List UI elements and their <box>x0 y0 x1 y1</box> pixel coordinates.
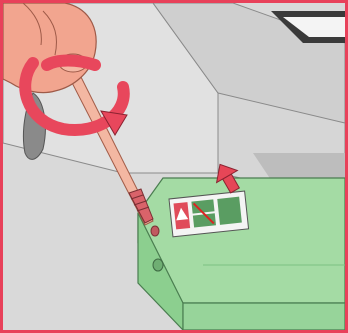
screw-hole <box>153 259 163 271</box>
instruction-illustration <box>3 3 345 330</box>
slash-icon <box>217 197 242 225</box>
screw-head <box>151 226 159 236</box>
warning-label <box>169 191 249 237</box>
